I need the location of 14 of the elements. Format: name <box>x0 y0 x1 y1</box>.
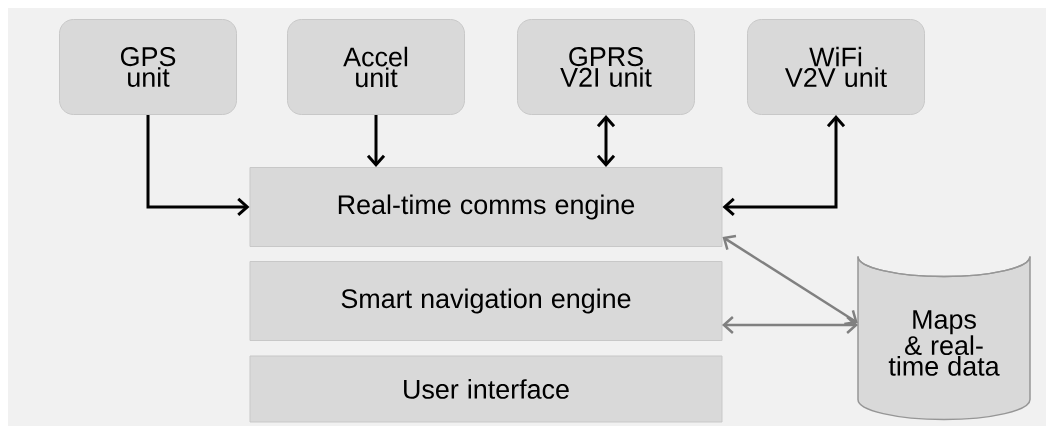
layer-box: User interface <box>249 355 723 423</box>
arrow <box>366 115 386 167</box>
unit-box: GPS unit <box>59 19 237 115</box>
unit-box: WiFi V2V unit <box>747 19 925 115</box>
database-cylinder: Maps & real-time data <box>857 255 1031 421</box>
layer-box: Real-time comms engine <box>249 167 723 247</box>
unit-box: GPRS V2I unit <box>517 19 695 115</box>
arrow <box>722 316 858 334</box>
layer-box: Smart navigation engine <box>249 261 723 341</box>
unit-box: Accel unit <box>287 19 465 115</box>
arrow <box>722 234 858 326</box>
arrow <box>722 115 846 217</box>
arrow <box>146 115 250 217</box>
arrow <box>596 115 616 167</box>
